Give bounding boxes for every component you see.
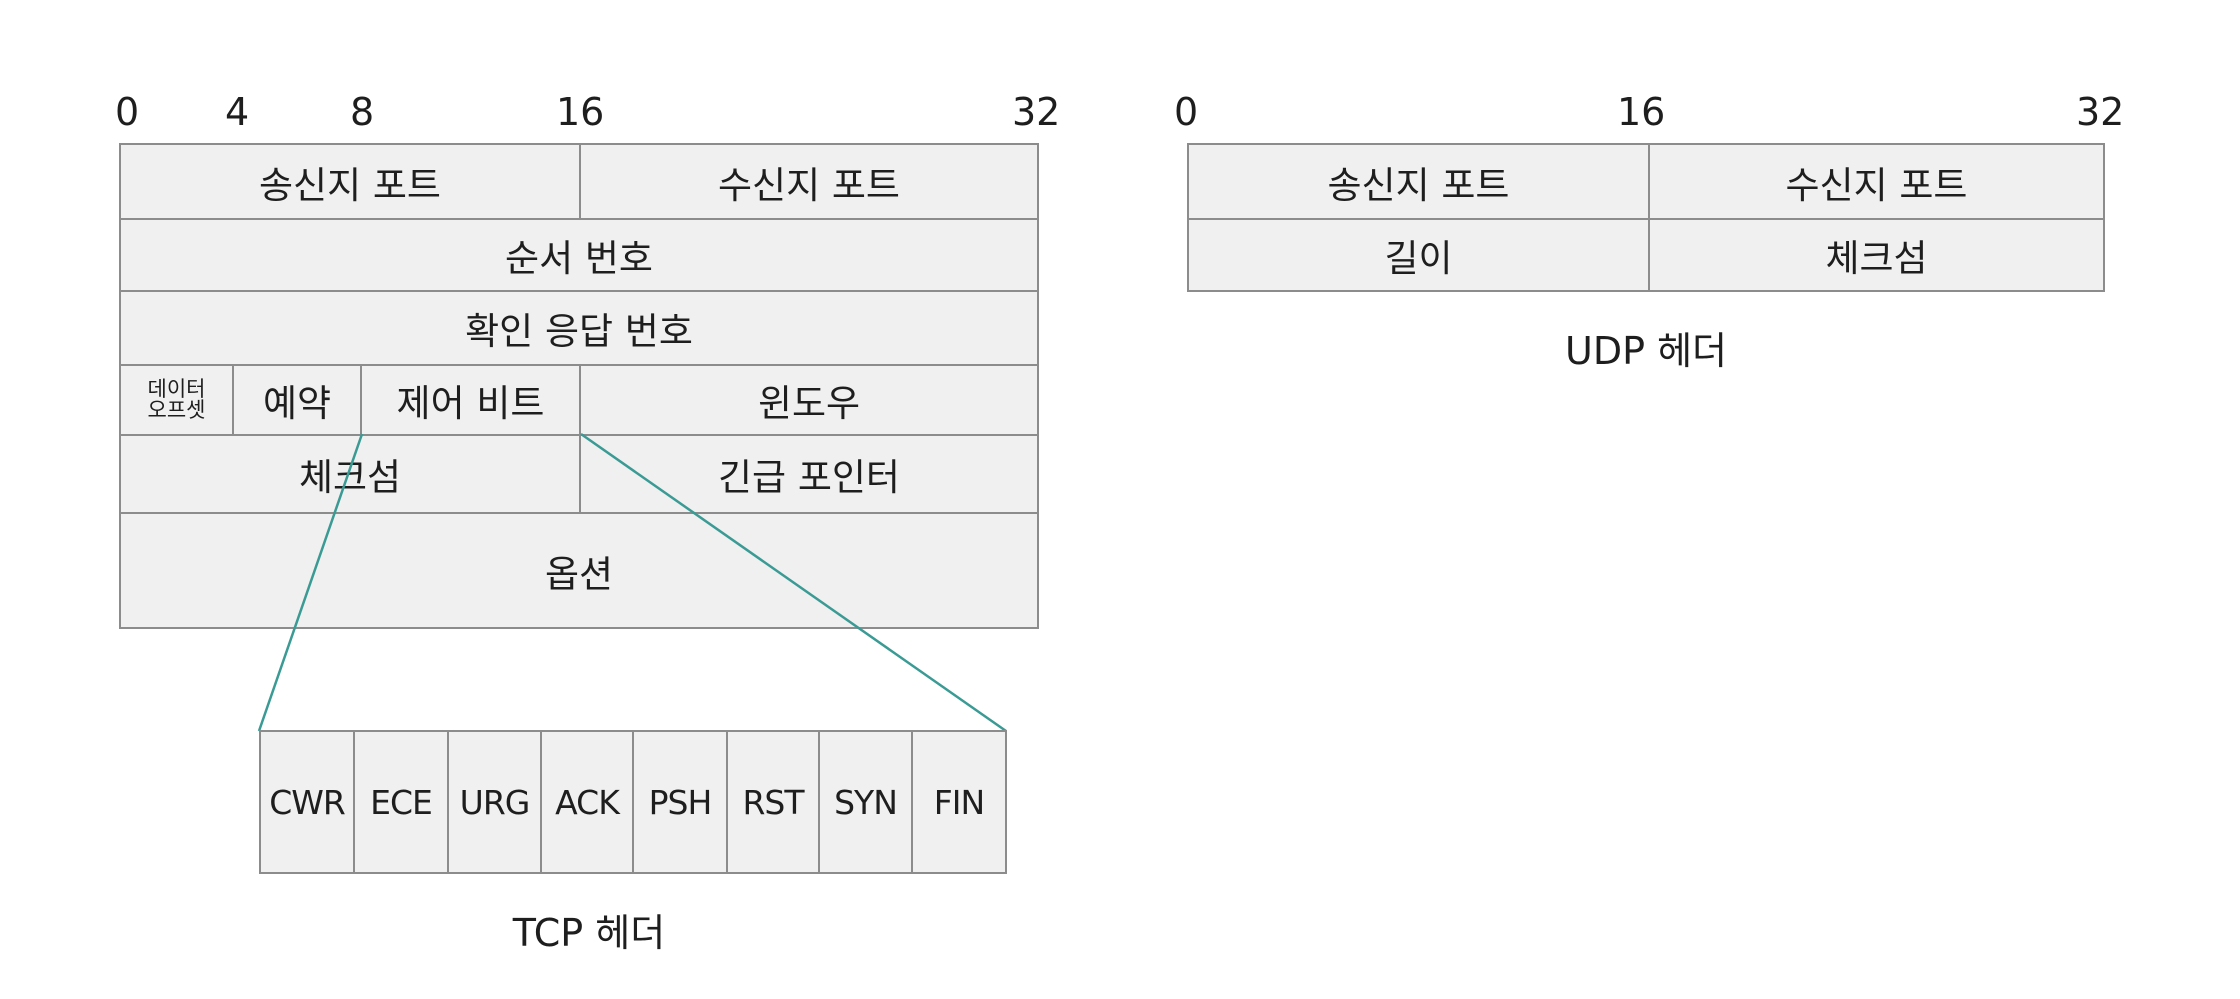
tcp-options: 옵션 [119, 512, 1039, 629]
flag-fin: FIN [911, 730, 1007, 874]
connector-line-right [580, 432, 1007, 733]
tcp-tick-8: 8 [350, 90, 375, 134]
tcp-reserved: 예약 [232, 364, 362, 436]
tcp-window: 윈도우 [579, 364, 1039, 436]
tcp-tick-0: 0 [115, 90, 140, 134]
udp-destination-port: 수신지 포트 [1648, 143, 2105, 220]
flag-rst: RST [726, 730, 820, 874]
udp-checksum: 체크섬 [1648, 218, 2105, 292]
tcp-header-caption: TCP 헤더 [512, 911, 666, 955]
tcp-data-offset: 데이터 오프셋 [119, 364, 234, 436]
udp-tick-0: 0 [1174, 90, 1199, 134]
tcp-source-port: 송신지 포트 [119, 143, 581, 220]
tcp-control-bits: 제어 비트 [360, 364, 581, 436]
tcp-urgent-pointer: 긴급 포인터 [579, 434, 1039, 514]
udp-source-port: 송신지 포트 [1187, 143, 1650, 220]
udp-tick-16: 16 [1617, 90, 1666, 134]
tcp-tick-32: 32 [1012, 90, 1061, 134]
udp-tick-32: 32 [2076, 90, 2125, 134]
tcp-tick-16: 16 [556, 90, 605, 134]
flag-urg: URG [447, 730, 542, 874]
tcp-tick-4: 4 [225, 90, 250, 134]
flag-psh: PSH [632, 730, 728, 874]
flag-syn: SYN [818, 730, 913, 874]
connector-line-left [257, 433, 364, 732]
udp-length: 길이 [1187, 218, 1650, 292]
flag-ack: ACK [540, 730, 634, 874]
flag-cwr: CWR [259, 730, 355, 874]
flag-ece: ECE [353, 730, 449, 874]
tcp-data-offset-line2: 오프셋 [147, 398, 206, 422]
tcp-data-offset-line1: 데이터 [147, 377, 206, 401]
udp-header-caption: UDP 헤더 [1565, 329, 1727, 373]
